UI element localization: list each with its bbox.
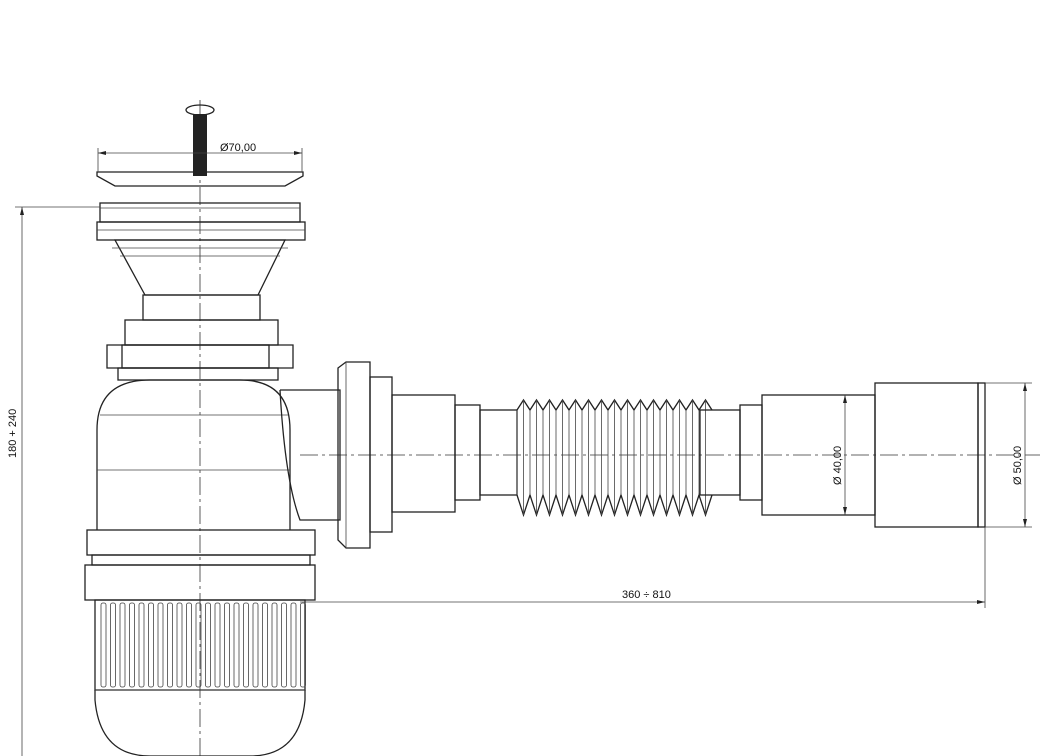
length-range-label: 360 ÷ 810 (622, 589, 671, 601)
rib (195, 602, 202, 688)
screw (185, 104, 215, 176)
rib (157, 602, 164, 688)
dimension-length (300, 527, 986, 608)
dimension-height (15, 206, 100, 756)
rib (262, 602, 268, 688)
rib (243, 602, 249, 688)
rib (176, 602, 183, 688)
rib (167, 602, 173, 688)
rib (233, 602, 240, 688)
rib (119, 602, 126, 688)
outlet-pipe (337, 361, 986, 549)
pipe-diameter-40-label: Ø 40,00 (832, 446, 844, 485)
rib (138, 602, 145, 688)
height-range-label: 180 + 240 (7, 409, 19, 458)
rib (290, 602, 297, 688)
rib (224, 602, 230, 688)
dimension-strainer (97, 148, 303, 172)
strainer-diameter-label: Ø70,00 (220, 142, 256, 154)
dimension-pipe-50 (985, 382, 1032, 528)
rib (271, 602, 278, 688)
ribs (100, 602, 306, 688)
rib (281, 602, 287, 688)
corrugated-hose (516, 398, 713, 518)
rib (100, 602, 107, 688)
rib (148, 602, 154, 688)
rib (110, 602, 116, 688)
rib (129, 602, 135, 688)
rib (252, 602, 259, 688)
rib (300, 602, 306, 688)
strainer (96, 171, 306, 381)
dimension-pipe-40 (843, 395, 847, 515)
trap-bottle (84, 379, 341, 756)
rib (205, 602, 211, 688)
rib (214, 602, 221, 688)
rib (186, 602, 192, 688)
pipe-diameter-50-label: Ø 50,00 (1012, 446, 1024, 485)
